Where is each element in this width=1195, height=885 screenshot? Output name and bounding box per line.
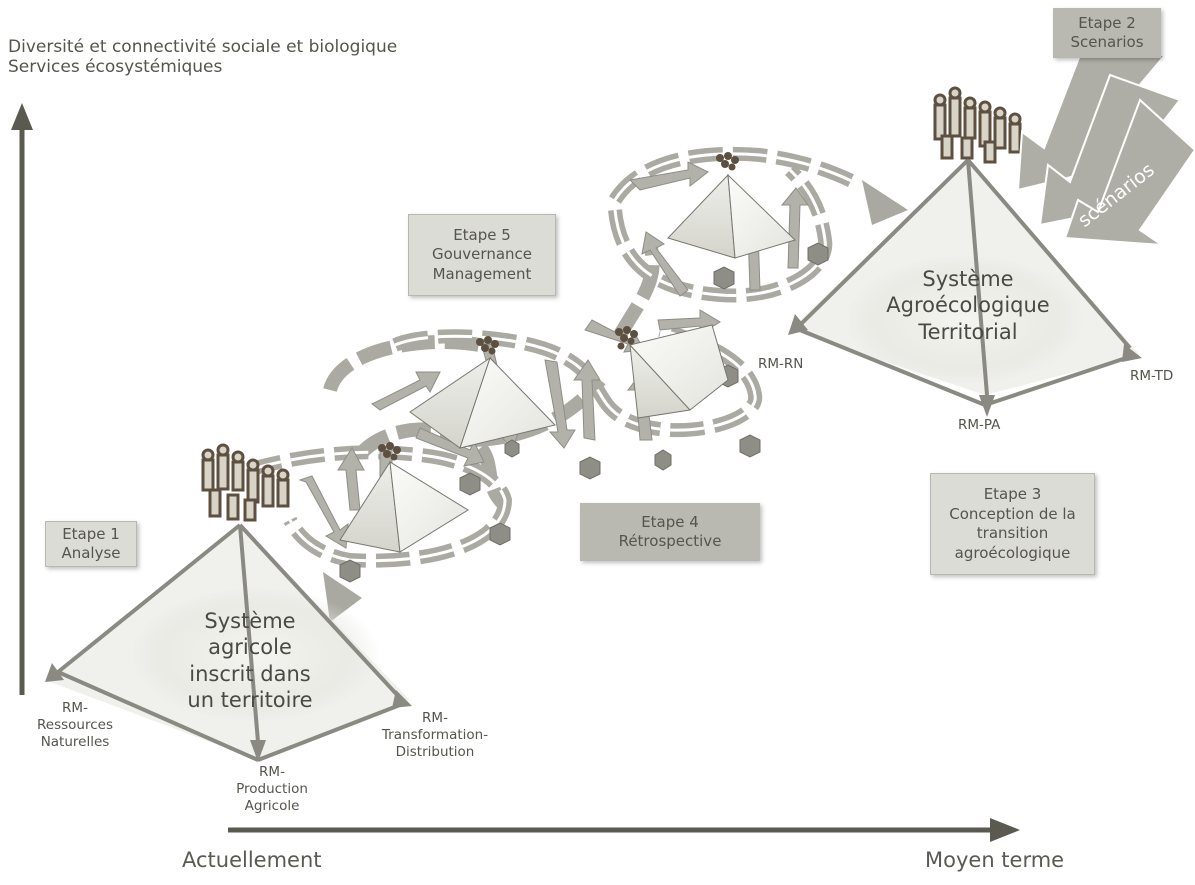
rm-pa-label: RM-PA: [958, 417, 1001, 433]
system-label-line: Système: [922, 267, 1014, 291]
scenarios-arrows: [1016, 54, 1195, 247]
triangle-arrow-upper: [862, 180, 908, 225]
hexagon-node: [579, 456, 601, 480]
small-pyramid-3: [629, 324, 729, 419]
rm-label-line: RM-: [259, 764, 285, 780]
system-label-line: Agroécologique: [886, 293, 1050, 318]
x-axis-start-label: Actuellement: [182, 848, 322, 872]
y-axis-label-line: Diversité et connectivité sociale et bio…: [8, 37, 398, 57]
step-box-etape4: Etape 4 Rétrospective: [580, 503, 760, 561]
small-pyramid-4: [667, 173, 796, 259]
x-axis-end-label: Moyen terme: [925, 848, 1065, 872]
step-box-etape2: Etape 2 Scenarios: [1053, 8, 1161, 58]
rm-ressources-label: RM- Ressources Naturelles: [20, 700, 130, 751]
people-cluster-small: [378, 442, 401, 461]
people-cluster-large-initial: [201, 443, 290, 522]
step-box-etape5: Etape 5 Gouvernance Management: [408, 214, 556, 296]
step-subtitle: Scenarios: [1070, 33, 1144, 51]
rm-label-line: Agricole: [244, 797, 300, 814]
initial-system-label: Système agricole inscrit dans un territo…: [160, 608, 340, 713]
rm-label-line: Ressources: [37, 716, 113, 733]
rm-label-line: RM-: [62, 700, 88, 716]
step-subtitle: Conception de la: [949, 504, 1076, 523]
people-clusters: [378, 152, 739, 461]
rm-production-label: RM- Production Agricole: [222, 764, 322, 815]
hexagon-node: [739, 434, 761, 458]
y-axis-label: Diversité et connectivité sociale et bio…: [8, 37, 398, 77]
hexagon-node: [807, 242, 829, 266]
initial-system-pyramid: [45, 523, 412, 762]
small-pyramid-1: [339, 460, 469, 553]
hexagon-node: [504, 439, 520, 458]
step-title: Etape 1: [62, 524, 120, 543]
y-axis: [11, 103, 33, 695]
y-axis-label-line: Services écosystémiques: [8, 56, 223, 77]
rm-td-label: RM-TD: [1130, 368, 1174, 384]
rm-label-line: Production: [236, 780, 308, 797]
people-cluster-small: [716, 152, 739, 171]
people-cluster-small: [476, 336, 499, 355]
people-cluster-small: [615, 326, 638, 350]
step-subtitle: Analyse: [61, 544, 121, 562]
step-title: Etape 5: [453, 225, 511, 244]
system-label-line: inscrit dans: [189, 661, 311, 686]
step-box-etape1: Etape 1 Analyse: [45, 521, 137, 567]
small-pyramid-2: [409, 356, 556, 449]
people-cluster-large-final: [933, 86, 1022, 164]
rm-label-line: Naturelles: [40, 733, 110, 750]
system-label-line: Système: [204, 609, 296, 633]
hexagon-node: [654, 449, 672, 471]
hexagon-node: [459, 472, 481, 496]
hexagon-node: [713, 266, 735, 290]
rm-label-line: RM-: [422, 710, 448, 726]
system-label-line: agricole: [208, 635, 292, 660]
hexagon-node: [489, 522, 511, 546]
step-subtitle: transition: [976, 524, 1049, 542]
rm-label-line: Transformation-: [381, 726, 489, 743]
step-box-etape3: Etape 3 Conception de la transition agro…: [930, 473, 1095, 575]
hexagon-node: [339, 559, 361, 583]
step-title: Etape 4: [641, 512, 699, 531]
final-system-pyramid: [788, 158, 1142, 417]
step-title: Etape 3: [983, 485, 1042, 503]
x-axis: [228, 818, 1020, 842]
step-title: Etape 2: [1078, 13, 1136, 32]
step-subtitle: Management: [432, 264, 532, 283]
rm-rn-label: RM-RN: [758, 356, 804, 372]
step-subtitle: agroécologique: [954, 543, 1071, 562]
system-label-line: Territorial: [918, 319, 1018, 344]
step-subtitle: Rétrospective: [618, 532, 722, 550]
rm-label-line: Distribution: [395, 743, 475, 760]
system-label-line: un territoire: [187, 687, 313, 712]
rm-transformation-label: RM- Transformation- Distribution: [365, 710, 505, 761]
hexagon-nodes: [339, 242, 829, 583]
step-subtitle: Gouvernance: [432, 245, 532, 264]
final-system-label: Système Agroécologique Territorial: [858, 266, 1078, 345]
